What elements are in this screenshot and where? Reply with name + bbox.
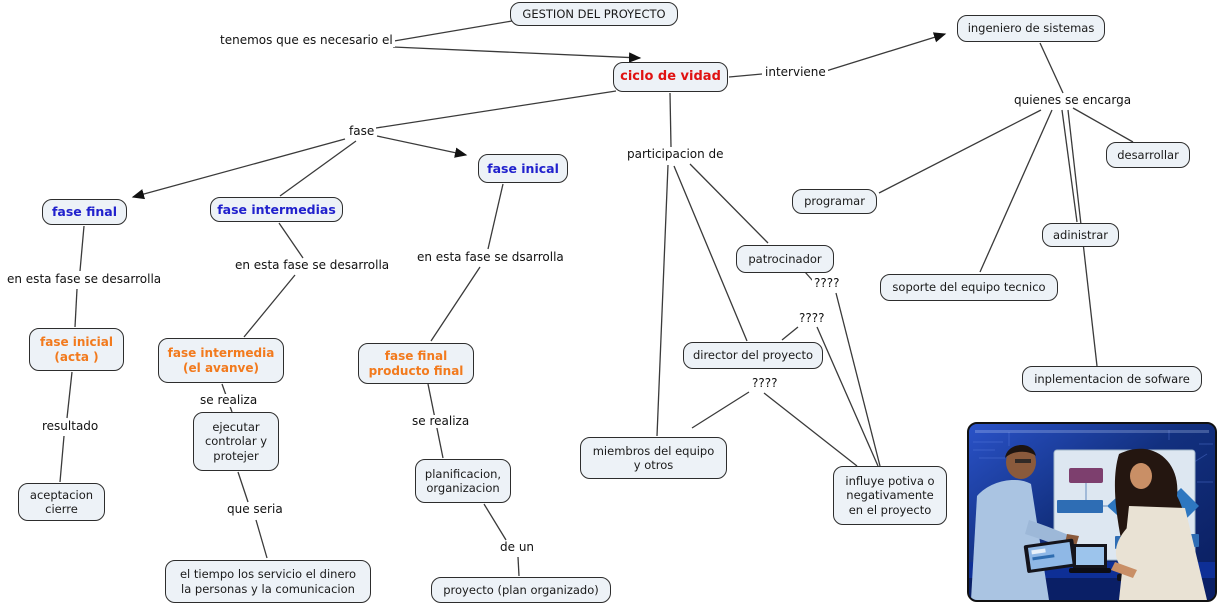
linking-phrase-q2[interactable]: ???? bbox=[797, 311, 827, 326]
linking-phrase-resultado[interactable]: resultado bbox=[40, 419, 101, 434]
concept-ciclo-de-vidad[interactable]: ciclo de vidad bbox=[613, 62, 728, 92]
linking-phrase-q3[interactable]: ???? bbox=[750, 376, 780, 391]
concept-director-del-proyecto[interactable]: director del proyecto bbox=[683, 342, 823, 369]
linking-phrase-fase[interactable]: fase bbox=[347, 124, 377, 139]
concept-tiempo-servicio-dinero[interactable]: el tiempo los servicio el dinero la pers… bbox=[165, 560, 371, 603]
linking-phrase-tenemos[interactable]: tenemos que es necesario el bbox=[218, 33, 395, 48]
concept-adinistrar[interactable]: adinistrar bbox=[1042, 223, 1119, 247]
concept-fase-inical[interactable]: fase inical bbox=[478, 154, 568, 183]
concept-fase-final[interactable]: fase final bbox=[42, 199, 127, 225]
linking-phrase-que-seria[interactable]: que seria bbox=[225, 502, 285, 517]
concept-fase-intermedias[interactable]: fase intermedias bbox=[210, 197, 343, 222]
photo-illustration bbox=[969, 424, 1215, 600]
concept-programar[interactable]: programar bbox=[792, 189, 877, 214]
concept-aceptacion-cierre[interactable]: aceptacion cierre bbox=[18, 483, 105, 521]
concept-fase-final-producto-final[interactable]: fase final producto final bbox=[358, 343, 474, 384]
concept-inplementacion-sofware[interactable]: inplementacion de sofware bbox=[1022, 366, 1202, 392]
concept-soporte-equipo-tecnico[interactable]: soporte del equipo tecnico bbox=[880, 274, 1058, 301]
concept-desarrollar[interactable]: desarrollar bbox=[1106, 142, 1190, 168]
linking-phrase-participacion[interactable]: participacion de bbox=[625, 147, 726, 162]
concept-ingeniero-de-sistemas[interactable]: ingeniero de sistemas bbox=[957, 15, 1105, 42]
concept-miembros-del-equipo[interactable]: miembros del equipo y otros bbox=[580, 437, 727, 479]
concept-proyecto-plan-organizado[interactable]: proyecto (plan organizado) bbox=[431, 577, 611, 603]
concept-gestion-del-proyecto[interactable]: GESTION DEL PROYECTO bbox=[510, 2, 678, 26]
concept-influye-en-el-proyecto[interactable]: influye potiva o negativamente en el pro… bbox=[833, 466, 947, 525]
concept-planificacion[interactable]: planificacion, organizacion bbox=[415, 459, 511, 503]
linking-phrase-en-esta-3[interactable]: en esta fase se dsarrolla bbox=[415, 250, 566, 265]
linking-phrase-interviene[interactable]: interviene bbox=[763, 65, 828, 80]
linking-phrase-en-esta-2[interactable]: en esta fase se desarrolla bbox=[233, 258, 392, 273]
linking-phrase-de-un[interactable]: de un bbox=[498, 540, 537, 555]
linking-phrase-quienes[interactable]: quienes se encarga bbox=[1012, 93, 1134, 108]
linking-phrase-se-realiza-2[interactable]: se realiza bbox=[410, 414, 472, 429]
linking-phrase-q1[interactable]: ???? bbox=[812, 276, 842, 291]
team-collaboration-photo bbox=[967, 422, 1217, 602]
concept-ejecutar-controlar[interactable]: ejecutar controlar y protejer bbox=[193, 412, 279, 471]
concept-fase-inicial-acta[interactable]: fase inicial (acta ) bbox=[29, 328, 124, 371]
concept-fase-intermedia-avanve[interactable]: fase intermedia (el avanve) bbox=[158, 338, 284, 383]
linking-phrase-se-realiza-1[interactable]: se realiza bbox=[198, 393, 260, 408]
concept-patrocinador[interactable]: patrocinador bbox=[736, 245, 834, 273]
linking-phrase-en-esta-1[interactable]: en esta fase se desarrolla bbox=[5, 272, 164, 287]
